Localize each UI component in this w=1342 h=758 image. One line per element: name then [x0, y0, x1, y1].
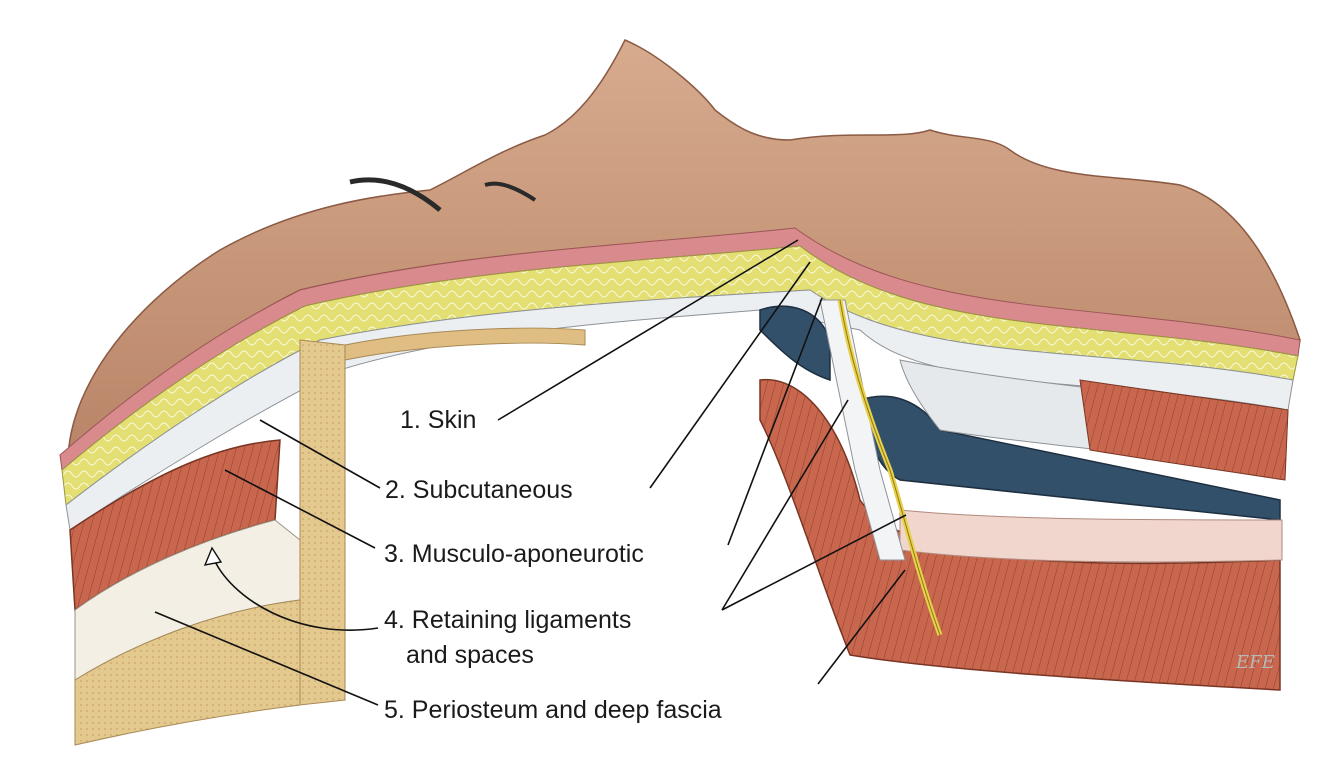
- leader-periosteum-left: [154, 611, 379, 706]
- leader-subcutaneous-right: [649, 261, 811, 489]
- leader-subcutaneous-left: [259, 419, 381, 489]
- retaining-ligament: [819, 299, 906, 561]
- label-retaining-ligaments: 4. Retaining ligaments: [384, 606, 631, 634]
- artist-signature: EFE: [1235, 652, 1275, 673]
- label-and-spaces: and spaces: [406, 641, 534, 669]
- label-musculo-aponeurotic: 3. Musculo-aponeurotic: [384, 540, 644, 568]
- leader-retaining-left: [211, 554, 379, 631]
- leader-retaining-right-1: [721, 399, 849, 611]
- leader-retaining-arrowhead: [203, 546, 223, 566]
- leader-musculo-right: [727, 297, 823, 546]
- label-periosteum: 5. Periosteum and deep fascia: [384, 696, 722, 724]
- bone-top-ledge: [344, 327, 586, 361]
- eyebrow: [349, 177, 442, 212]
- leader-skin: [497, 239, 799, 421]
- leader-lines: [154, 239, 907, 706]
- right-fascia: [899, 509, 1283, 563]
- leader-periosteum-right: [817, 569, 906, 685]
- bone-wall: [299, 339, 346, 706]
- eyelashes: [484, 181, 537, 202]
- right-muscle-upper: [1079, 379, 1289, 481]
- label-skin: 1. Skin: [400, 406, 476, 434]
- leader-retaining-right-2: [721, 514, 907, 611]
- leader-musculo-left: [224, 469, 376, 549]
- right-muscle-lower: [759, 378, 1281, 691]
- label-subcutaneous: 2. Subcutaneous: [385, 476, 573, 504]
